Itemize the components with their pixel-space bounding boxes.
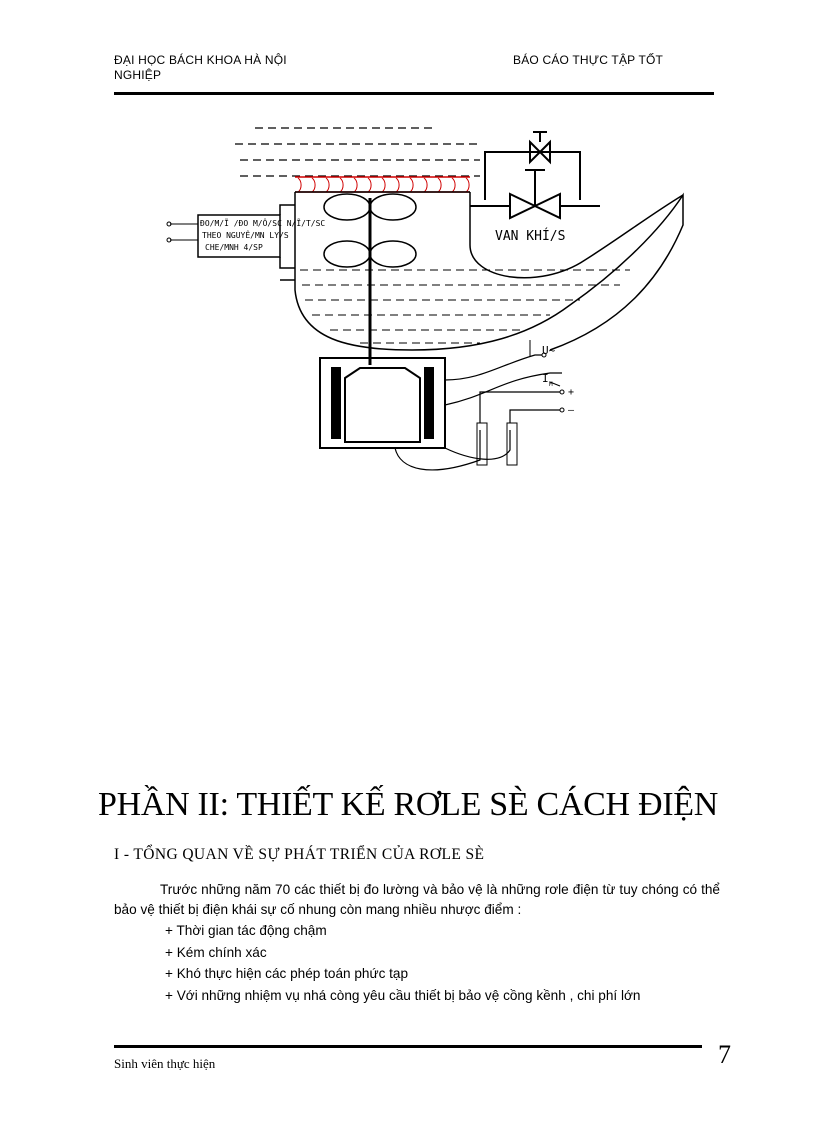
vessel-outline bbox=[294, 192, 684, 351]
intro-paragraph: Trước những năm 70 các thiết bị đo lường… bbox=[114, 880, 720, 920]
page-number: 7 bbox=[718, 1040, 731, 1069]
footer-rule bbox=[114, 1045, 702, 1048]
liquid-lines bbox=[300, 269, 630, 344]
current-label: I bbox=[542, 372, 549, 385]
heater-coil bbox=[295, 176, 470, 193]
cables bbox=[394, 354, 562, 471]
header-school: ĐẠI HỌC BÁCH KHOA HÀ NỘI bbox=[114, 53, 287, 67]
bullet-item: + Kém chính xác bbox=[165, 944, 267, 960]
motor bbox=[319, 357, 446, 449]
bullet-item: + Khó thực hiện các phép toán phức tạp bbox=[165, 966, 409, 981]
header-school-cont: NGHIỆP bbox=[114, 68, 162, 82]
bullet-list: + Thời gian tác động chậm + Kém chính xá… bbox=[165, 920, 640, 1006]
gas-valve bbox=[470, 131, 600, 220]
paragraph-text: Trước những năm 70 các thiết bị đo lường… bbox=[114, 882, 720, 917]
voltage-label: U~ bbox=[542, 344, 556, 357]
valve-label: VAN KHÍ/S bbox=[495, 228, 565, 244]
header-report-title: BÁO CÁO THỰC TẬP TỐT bbox=[513, 53, 664, 67]
terminal-left bbox=[476, 422, 488, 466]
section-heading: I - TỔNG QUAN VỀ SỰ PHÁT TRIỂN CỦA RƠLE … bbox=[114, 846, 485, 863]
water-surface-lines bbox=[235, 127, 480, 177]
terminal-right bbox=[506, 422, 518, 466]
box-label-2: THEO NGUYÊ/MN LY/S bbox=[202, 229, 289, 240]
fan-blades bbox=[323, 193, 417, 365]
chapter-title: PHẦN II: THIẾT KẾ RƠLE SÈ CÁCH ĐIỆN bbox=[97, 786, 719, 823]
box-label-3: CHE/MNH 4/SP bbox=[205, 243, 263, 252]
minus-terminal: – bbox=[568, 405, 575, 416]
box-label-1: ĐO/M/Ĩ /ĐO M/Ô/SC N/Ĩ/T/SC bbox=[200, 217, 325, 228]
plus-terminal: + bbox=[568, 387, 574, 398]
gas-chamber bbox=[469, 192, 684, 279]
measurement-box bbox=[197, 214, 281, 258]
relay-diagram: ĐO/M/Ĩ /ĐO M/Ô/SC N/Ĩ/T/SC THEO NGUYÊ/MN… bbox=[166, 127, 684, 471]
bullet-item: + Thời gian tác động chậm bbox=[165, 923, 327, 938]
header-left: ĐẠI HỌC BÁCH KHOA HÀ NỘI NGHIỆP bbox=[114, 53, 287, 83]
footer-author: Sinh viên thực hiện bbox=[114, 1056, 216, 1071]
current-subscript: M bbox=[549, 381, 553, 388]
header-rule bbox=[114, 92, 714, 95]
bullet-item: + Với những nhiệm vụ nhá còng yêu cầu th… bbox=[165, 987, 641, 1003]
